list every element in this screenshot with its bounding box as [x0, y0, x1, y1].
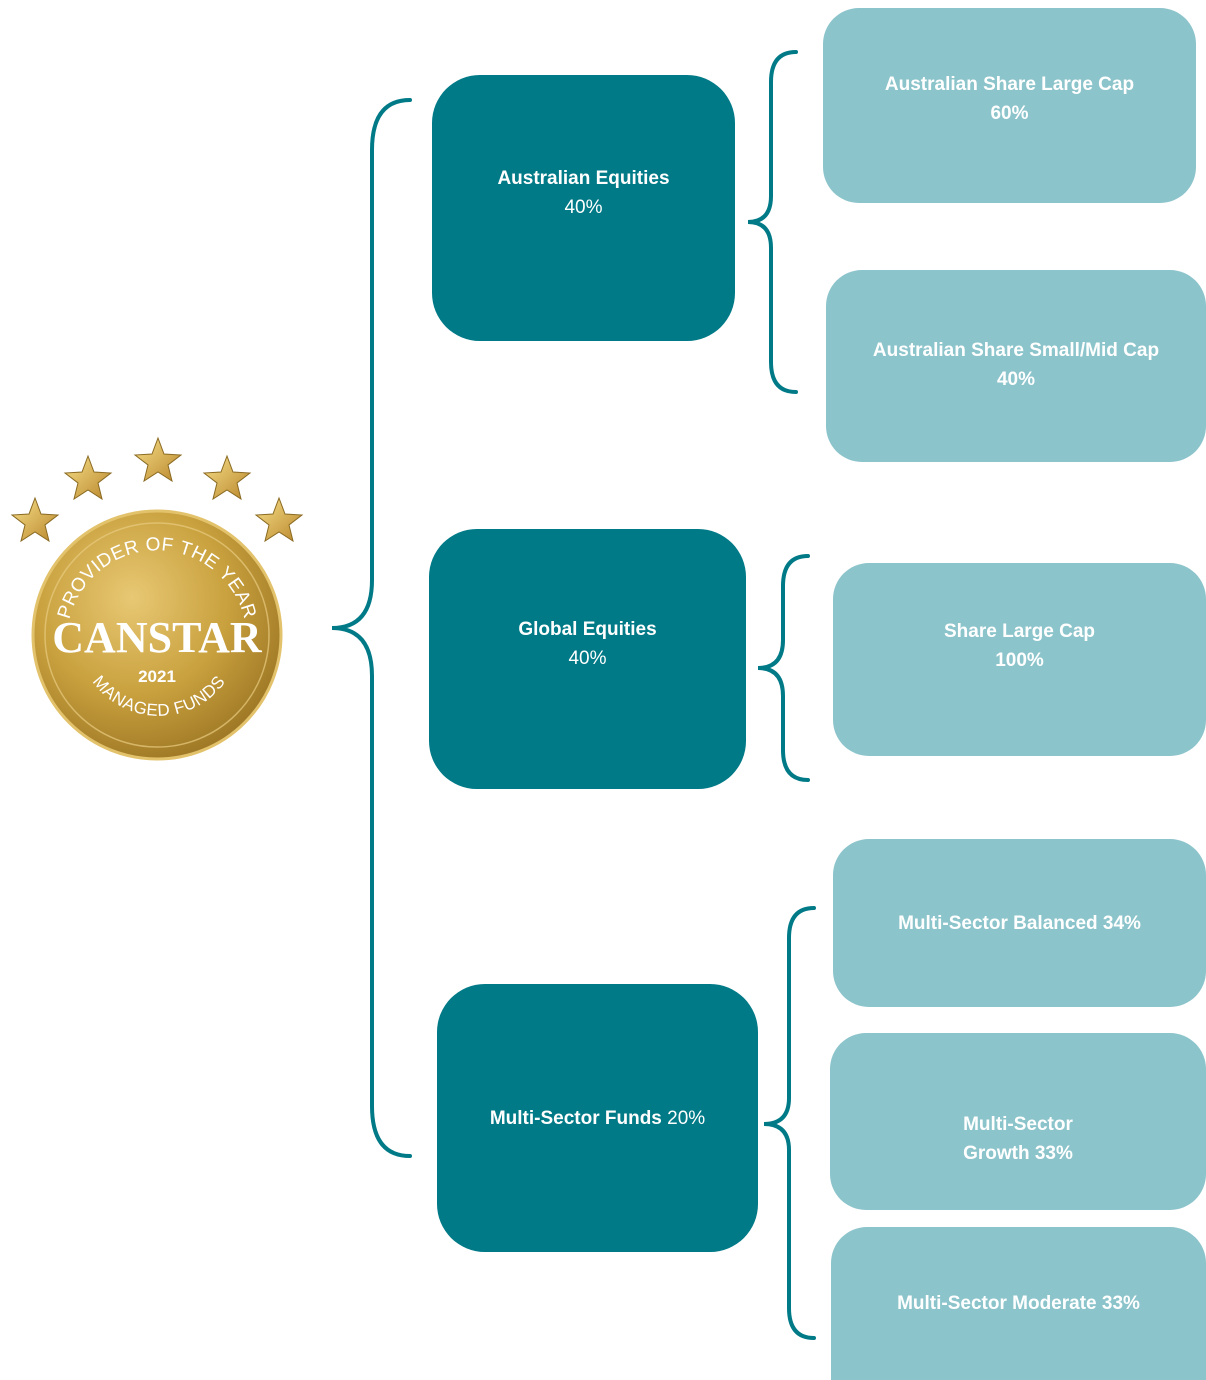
- star-icon: [133, 436, 183, 483]
- badge-year: 2021: [138, 667, 176, 686]
- star-icon: [10, 496, 60, 543]
- australian-share-large-cap-box: Australian Share Large Cap 60%: [823, 8, 1196, 203]
- star-icon: [254, 496, 304, 543]
- share-large-cap-pct: 100%: [995, 649, 1044, 671]
- star-icon: [63, 454, 113, 501]
- australian-share-large-cap-label: Australian Share Large Cap: [884, 73, 1135, 95]
- multi-sector-growth-label-line1: Multi-Sector: [963, 1113, 1073, 1135]
- multi-sector-growth-label-line2: Growth 33%: [963, 1142, 1073, 1164]
- multi-sector-balanced-box: Multi-Sector Balanced 34%: [833, 839, 1206, 1007]
- share-large-cap-box: Share Large Cap 100%: [833, 563, 1206, 756]
- star-icon: [202, 454, 252, 501]
- main-brace: [331, 98, 412, 1158]
- australian-equities-box: Australian Equities 40%: [432, 75, 735, 341]
- multi-sector-moderate-label: Multi-Sector Moderate 33%: [897, 1293, 1140, 1314]
- australian-share-large-cap-pct: 60%: [990, 102, 1029, 124]
- multi-sector-brace: [763, 906, 816, 1340]
- multi-sector-moderate-box: Multi-Sector Moderate 33%: [831, 1227, 1206, 1380]
- medal: [31, 509, 283, 761]
- badge-brand: CANSTAR: [52, 613, 263, 662]
- share-large-cap-label: Share Large Cap: [944, 620, 1095, 642]
- global-equities-label: Global Equities: [518, 619, 657, 640]
- multi-sector-box: Multi-Sector Funds 20%: [437, 984, 758, 1252]
- multi-sector-growth-box: Multi-Sector Growth 33%: [830, 1033, 1206, 1210]
- australian-share-small-mid-cap-pct: 40%: [996, 369, 1036, 390]
- global-equities-box: Global Equities 40%: [429, 529, 746, 789]
- australian-equities-label: Australian Equities: [497, 168, 670, 189]
- multi-sector-pct: 20%: [667, 1107, 706, 1129]
- australian-share-small-mid-cap-box: Australian Share Small/Mid Cap 40%: [826, 270, 1206, 462]
- global-equities-brace: [757, 554, 810, 782]
- multi-sector-label: Multi-Sector Funds: [489, 1107, 662, 1129]
- star-icons: [10, 436, 304, 543]
- australian-equities-pct: 40%: [564, 197, 603, 218]
- australian-equities-brace: [747, 50, 798, 394]
- australian-share-small-mid-cap-label: Australian Share Small/Mid Cap: [872, 340, 1160, 361]
- award-badge: PROVIDER OF THE YEAR CANSTAR 2021 MANAGE…: [10, 436, 304, 761]
- multi-sector-balanced-label: Multi-Sector Balanced 34%: [898, 912, 1141, 934]
- global-equities-pct: 40%: [568, 648, 607, 669]
